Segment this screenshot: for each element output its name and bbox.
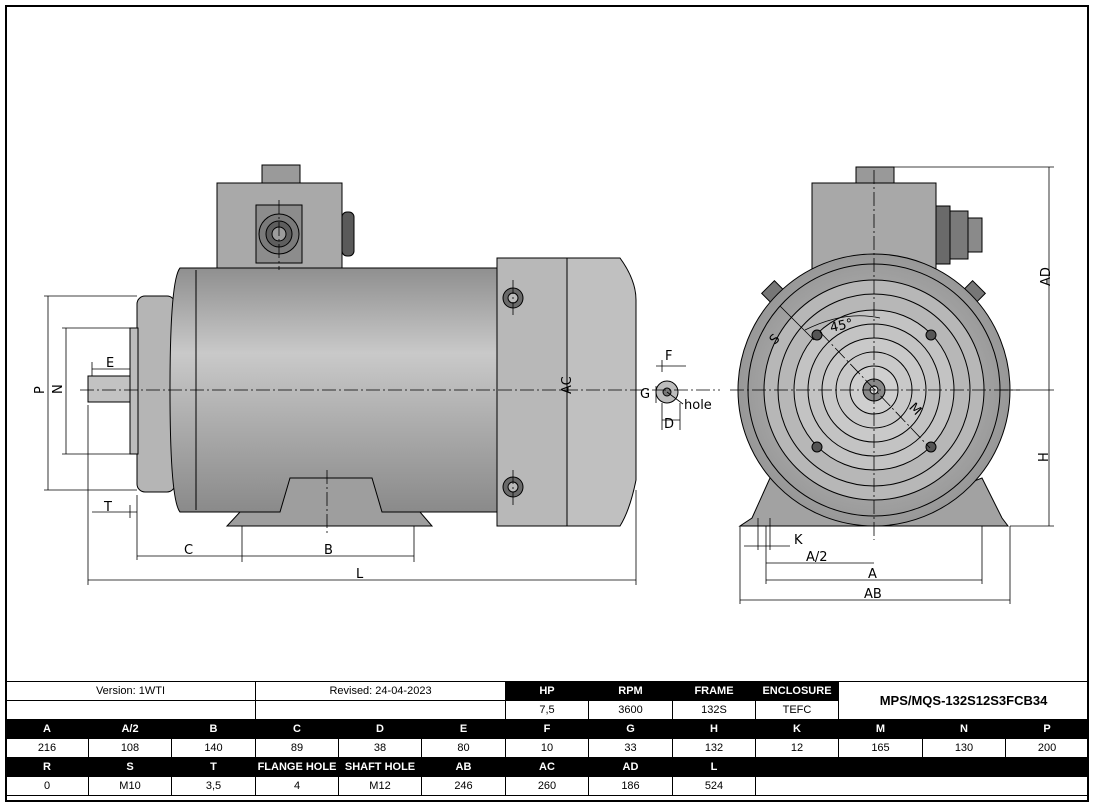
model-number: MPS/MQS-132S12S3FCB34 <box>837 681 1090 720</box>
side-dimension-lines <box>44 262 686 585</box>
version-cell: Version: 1WTI <box>5 681 256 701</box>
label-angle: 45° <box>829 316 855 335</box>
rating-value-frame: 132S <box>672 700 756 720</box>
label-B: B <box>324 543 333 558</box>
dim-header: AC <box>505 757 589 777</box>
rating-header-frame: FRAME <box>672 681 756 701</box>
label-T: T <box>103 500 112 515</box>
dim-header: D <box>338 719 422 739</box>
dim-header: L <box>672 757 756 777</box>
dim-header: AB <box>421 757 506 777</box>
dim-value: M12 <box>338 776 422 796</box>
dim-header: S <box>88 757 172 777</box>
dim-header: T <box>171 757 256 777</box>
dim-value: 38 <box>338 738 422 758</box>
dim-header: G <box>588 719 673 739</box>
label-AC: AC <box>560 376 575 394</box>
front-dimension-lines <box>739 166 1054 604</box>
rating-header-hp: HP <box>505 681 589 701</box>
rating-header-enclosure: ENCLOSURE <box>755 681 839 701</box>
label-N: N <box>51 384 66 394</box>
label-L: L <box>356 567 364 582</box>
label-P: P <box>33 386 48 394</box>
dim-value: 165 <box>838 738 923 758</box>
dim-value: 3,5 <box>171 776 256 796</box>
revised-cell: Revised: 24-04-2023 <box>255 681 506 701</box>
dim-header: H <box>672 719 756 739</box>
motor-technical-drawing: E P N T C B L AC F G D hole <box>33 164 1054 604</box>
dim-value: 0 <box>5 776 89 796</box>
label-AB: AB <box>864 587 882 602</box>
rating-value-hp: 7,5 <box>505 700 589 720</box>
dim-header: P <box>1004 719 1090 739</box>
dim-header: R <box>5 757 89 777</box>
rating-value-rpm: 3600 <box>588 700 673 720</box>
dim-header: F <box>505 719 589 739</box>
dim-value: 33 <box>588 738 673 758</box>
dim-header: K <box>755 719 839 739</box>
dim-header-empty <box>754 757 1090 777</box>
dim-value: 108 <box>88 738 172 758</box>
dim-header: C <box>255 719 339 739</box>
revised-spacer <box>255 700 506 720</box>
dim-value: 132 <box>672 738 756 758</box>
side-view <box>87 164 679 527</box>
dim-value: 10 <box>505 738 589 758</box>
label-K: K <box>794 533 803 548</box>
drawing-sheet-border <box>5 5 1089 802</box>
dim-header: B <box>171 719 256 739</box>
dim-header: M <box>838 719 923 739</box>
dim-header: SHAFT HOLE <box>338 757 422 777</box>
dim-header: AD <box>588 757 673 777</box>
mounting-foot <box>225 477 434 527</box>
dim-value: 130 <box>922 738 1006 758</box>
label-D: D <box>664 417 674 432</box>
dim-value: 524 <box>672 776 756 796</box>
dim-value-empty <box>754 776 1090 796</box>
dim-value: 140 <box>171 738 256 758</box>
dim-header: FLANGE HOLE <box>255 757 339 777</box>
label-F: F <box>665 349 672 364</box>
label-E: E <box>106 356 114 371</box>
label-hole: hole <box>684 398 712 413</box>
dim-value: 186 <box>588 776 673 796</box>
dim-value: 80 <box>421 738 506 758</box>
dim-header: E <box>421 719 506 739</box>
dim-value: 89 <box>255 738 339 758</box>
rating-value-enclosure: TEFC <box>755 700 839 720</box>
version-spacer <box>5 700 256 720</box>
dim-value: 260 <box>505 776 589 796</box>
rating-header-rpm: RPM <box>588 681 673 701</box>
dim-value: M10 <box>88 776 172 796</box>
label-G: G <box>640 387 650 402</box>
dim-header: A/2 <box>88 719 172 739</box>
label-H: H <box>1037 452 1052 462</box>
label-A2: A/2 <box>806 550 828 565</box>
dim-value: 4 <box>255 776 339 796</box>
dim-value: 246 <box>421 776 506 796</box>
label-AD: AD <box>1039 267 1054 286</box>
dim-header: A <box>5 719 89 739</box>
dim-value: 12 <box>755 738 839 758</box>
dim-value: 216 <box>5 738 89 758</box>
label-A: A <box>868 567 877 582</box>
label-C: C <box>184 543 193 558</box>
dim-header: N <box>922 719 1006 739</box>
specification-table: Version: 1WTI Revised: 24-04-2023 HP RPM… <box>5 681 1090 796</box>
dim-value: 200 <box>1004 738 1090 758</box>
